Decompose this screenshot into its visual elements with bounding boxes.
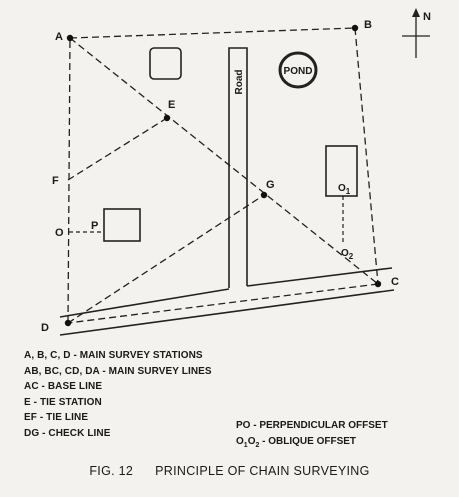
road-edge-upper-right <box>246 267 393 287</box>
check-line-dg <box>67 194 265 324</box>
legend-left: A, B, C, D - MAIN SURVEY STATIONS AB, BC… <box>24 348 212 441</box>
station-e-dot <box>163 114 171 122</box>
station-o1-label: O1 <box>338 183 351 196</box>
station-g-label: G <box>266 179 275 191</box>
station-c-label: C <box>391 276 399 288</box>
survey-line-ab <box>69 27 356 39</box>
station-o2-label: O2 <box>341 248 354 261</box>
legend-row: A, B, C, D - MAIN SURVEY STATIONS <box>24 350 203 361</box>
figure-number: FIG. 12 <box>89 464 134 478</box>
building-p <box>103 208 141 242</box>
pond-label: POND <box>284 66 313 77</box>
chain-survey-diagram: POND Road N A B C D E F G O P O1 O2 <box>41 8 431 336</box>
north-label: N <box>423 11 431 23</box>
figure-caption: FIG. 12 PRINCIPLE OF CHAIN SURVEYING <box>0 464 459 478</box>
station-b-label: B <box>364 19 372 31</box>
survey-line-cd <box>67 283 379 324</box>
legend-row: AC - BASE LINE <box>24 381 103 392</box>
road-vertical <box>228 47 248 288</box>
legend-row: PO - PERPENDICULAR OFFSET <box>236 420 388 431</box>
station-a-dot <box>66 34 74 42</box>
oblique-offset-key: O1O2 <box>236 435 260 449</box>
legend-row: AB, BC, CD, DA - MAIN SURVEY LINES <box>24 365 212 377</box>
building-o1 <box>325 145 358 197</box>
base-line-ac <box>69 37 379 285</box>
legend-right: PO - PERPENDICULAR OFFSET O1O2 - OBLIQUE… <box>236 418 388 453</box>
legend-row: E - TIE STATION <box>24 396 102 408</box>
tie-line-ef <box>67 117 168 181</box>
figure-title: PRINCIPLE OF CHAIN SURVEYING <box>155 464 370 478</box>
pond-outline <box>278 51 318 89</box>
station-p-label: P <box>91 220 98 232</box>
station-d-dot <box>64 319 72 327</box>
north-arrow-head <box>412 8 420 17</box>
legend-row: O1O2 - OBLIQUE OFFSET <box>236 435 357 449</box>
station-e-label: E <box>168 99 175 111</box>
station-a-label: A <box>55 31 63 43</box>
station-b-dot <box>351 24 359 32</box>
road-label: Road <box>234 70 245 95</box>
station-c-dot <box>374 280 382 288</box>
survey-line-bc <box>354 27 379 285</box>
building-top <box>149 47 182 80</box>
legend-row: EF - TIE LINE <box>24 412 89 423</box>
survey-line-da <box>67 37 71 324</box>
station-d-label: D <box>41 322 49 334</box>
road-edge-lower <box>59 289 395 336</box>
road-edge-upper <box>59 288 230 318</box>
station-g-dot <box>260 191 268 199</box>
legend-row: DG - CHECK LINE <box>24 427 111 439</box>
station-o-label: O <box>55 227 64 239</box>
station-f-label: F <box>52 175 59 187</box>
